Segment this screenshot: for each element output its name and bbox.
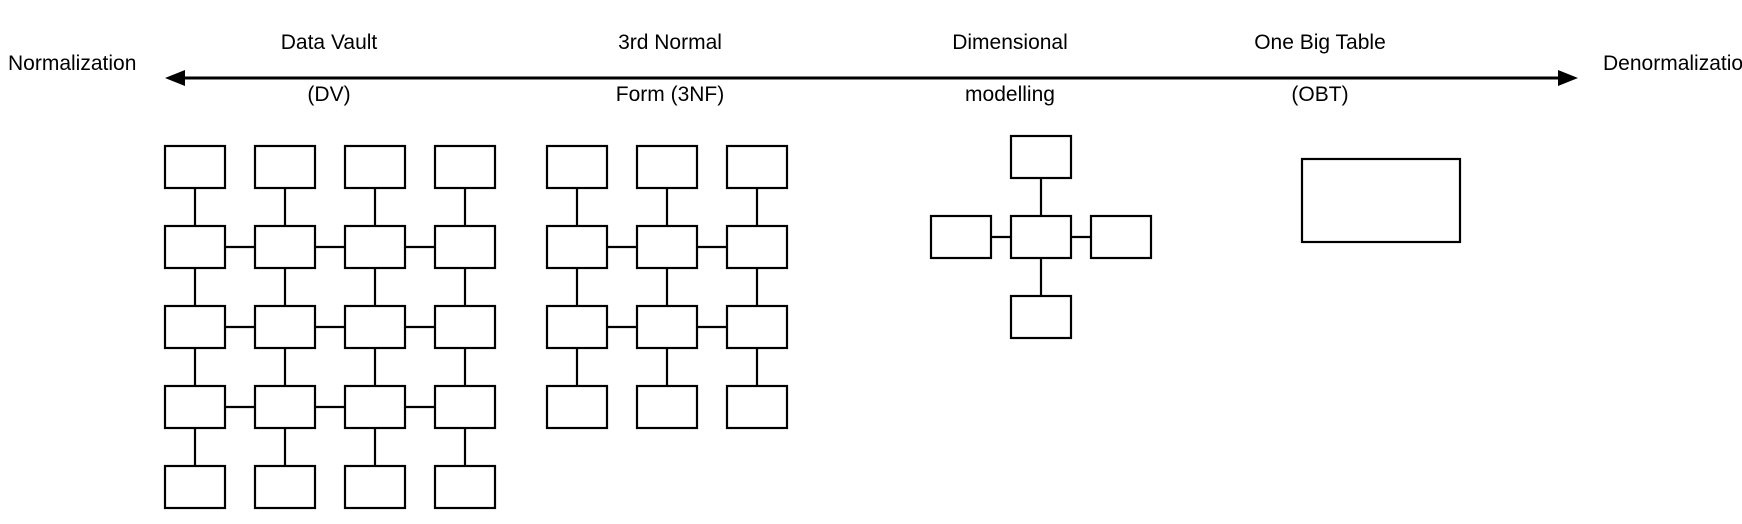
entity-box: [545, 304, 609, 350]
stage-label-line1: Dimensional: [952, 31, 1068, 54]
entity-box: [725, 384, 789, 430]
entity-box: [163, 304, 227, 350]
entity-box: [343, 384, 407, 430]
entity-box: [433, 304, 497, 350]
entity-box: [433, 384, 497, 430]
stage-label-line2: modelling: [965, 83, 1055, 106]
entity-box: [163, 144, 227, 190]
model-dimensional-modelling: [929, 134, 1153, 340]
stage-label-data-vault: Data Vault (DV): [229, 4, 429, 134]
stage-label-line1: 3rd Normal: [618, 31, 722, 54]
entity-box: [1009, 294, 1073, 340]
entity-box: [343, 464, 407, 510]
stage-label-line2: (DV): [307, 83, 351, 106]
entity-box: [163, 464, 227, 510]
entity-box: [253, 144, 317, 190]
model-one-big-table: [1300, 157, 1462, 244]
entity-box: [433, 464, 497, 510]
stage-label-one-big-table: One Big Table (OBT): [1220, 4, 1420, 134]
stage-label-line2: (OBT): [1291, 83, 1349, 106]
entity-box: [1300, 157, 1462, 244]
entity-box: [253, 224, 317, 270]
entity-box: [929, 214, 993, 260]
entity-box: [635, 144, 699, 190]
entity-box: [253, 464, 317, 510]
entity-box: [545, 144, 609, 190]
entity-box: [343, 304, 407, 350]
entity-box: [253, 304, 317, 350]
entity-box: [343, 224, 407, 270]
stage-label-line1: One Big Table: [1254, 31, 1386, 54]
entity-box: [433, 224, 497, 270]
entity-box: [725, 304, 789, 350]
stage-label-line2: Form (3NF): [615, 83, 725, 106]
stage-label-line1: Data Vault: [280, 31, 378, 54]
entity-box: [343, 144, 407, 190]
stage-label-dimensional-modelling: Dimensional modelling: [910, 4, 1110, 134]
entity-box: [635, 304, 699, 350]
entity-box: [1089, 214, 1153, 260]
entity-box: [545, 384, 609, 430]
entity-box: [725, 144, 789, 190]
entity-box: [545, 224, 609, 270]
entity-box: [163, 224, 227, 270]
entity-box: [635, 224, 699, 270]
model-data-vault: [163, 144, 497, 510]
entity-box: [1009, 214, 1073, 260]
entity-box: [253, 384, 317, 430]
model-third-normal-form: [545, 144, 789, 430]
entity-box: [163, 384, 227, 430]
entity-box: [725, 224, 789, 270]
entity-box: [635, 384, 699, 430]
stage-label-third-normal-form: 3rd Normal Form (3NF): [570, 4, 770, 134]
axis-label-normalization: Normalization: [8, 52, 137, 75]
axis-label-denormalization: Denormalization: [1603, 52, 1742, 75]
entity-box: [433, 144, 497, 190]
entity-box: [1009, 134, 1073, 180]
